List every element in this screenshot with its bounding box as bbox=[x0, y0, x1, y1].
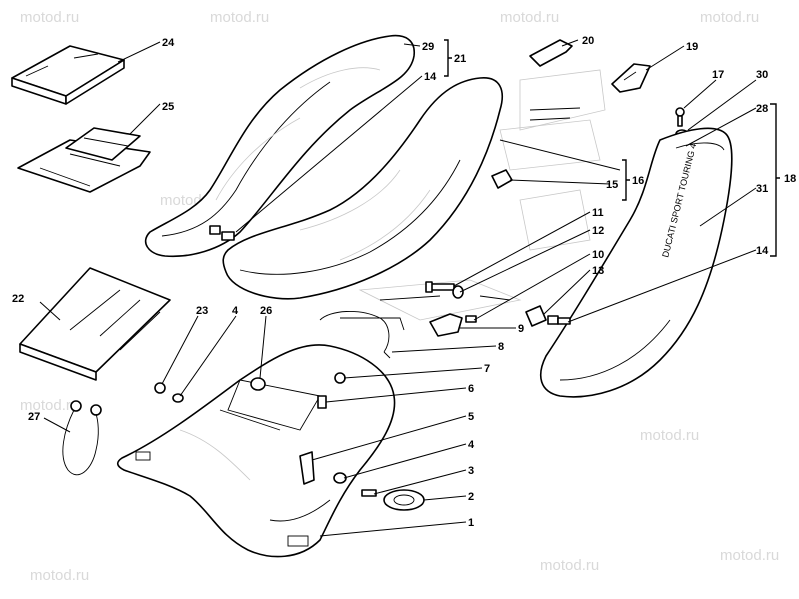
label-part-18: 18 bbox=[784, 173, 796, 185]
label-part-12: 12 bbox=[592, 225, 604, 237]
part-1-undertray bbox=[116, 344, 396, 558]
watermark: motod.ru bbox=[210, 9, 269, 26]
part-16-rider-seat bbox=[222, 77, 504, 300]
watermark: motod.ru bbox=[640, 427, 699, 444]
label-part-21: 21 bbox=[454, 53, 466, 65]
label-part-2: 2 bbox=[468, 491, 474, 503]
label-part-5: 5 bbox=[468, 411, 474, 423]
part-27-strap bbox=[62, 400, 102, 476]
part-12-washer bbox=[452, 285, 464, 299]
label-part-4-upper: 4 bbox=[232, 305, 239, 317]
part-21-seat-cowl bbox=[144, 34, 415, 258]
label-part-8: 8 bbox=[498, 341, 504, 353]
part-19-bracket bbox=[611, 63, 651, 93]
label-part-9: 9 bbox=[518, 323, 524, 335]
label-part-29: 29 bbox=[422, 41, 434, 53]
part-7-nut bbox=[334, 372, 346, 384]
label-part-23: 23 bbox=[196, 305, 208, 317]
leader-lines bbox=[39, 39, 757, 537]
part-20-bracket bbox=[529, 39, 573, 67]
watermark: motod.ru bbox=[720, 547, 779, 564]
label-part-11: 11 bbox=[592, 207, 604, 219]
label-part-15: 15 bbox=[606, 179, 618, 191]
part-17-screw bbox=[675, 107, 685, 127]
label-part-24: 24 bbox=[162, 37, 175, 49]
bracket-braces bbox=[444, 39, 780, 257]
part-13-bushing bbox=[525, 305, 547, 327]
part-24-owners-manual bbox=[11, 45, 125, 105]
label-part-31: 31 bbox=[756, 183, 768, 195]
label-part-25: 25 bbox=[162, 101, 174, 113]
label-part-13: 13 bbox=[592, 265, 604, 277]
watermark: motod.ru bbox=[20, 9, 79, 26]
label-part-30: 30 bbox=[756, 69, 768, 81]
part-3-screw bbox=[361, 489, 377, 497]
label-part-17: 17 bbox=[712, 69, 724, 81]
part-25-seat-cover bbox=[17, 127, 151, 193]
label-part-14-left: 14 bbox=[424, 71, 437, 83]
label-part-1: 1 bbox=[468, 517, 474, 529]
part-14-screw-right bbox=[547, 315, 571, 325]
part-8-cable bbox=[319, 310, 405, 359]
label-part-27: 27 bbox=[28, 411, 40, 423]
watermark: motod.ru bbox=[540, 557, 599, 574]
label-part-14-right: 14 bbox=[756, 245, 769, 257]
label-part-28: 28 bbox=[756, 103, 768, 115]
part-10-screw bbox=[465, 315, 477, 323]
watermark: motod.ru bbox=[30, 567, 89, 584]
part-4-washer-upper bbox=[172, 393, 184, 403]
label-part-6: 6 bbox=[468, 383, 474, 395]
part-15-clip bbox=[491, 169, 513, 189]
part-2-grommet bbox=[383, 489, 425, 511]
part-14-screw-left bbox=[209, 225, 235, 241]
label-part-4-lower: 4 bbox=[468, 439, 475, 451]
label-part-22: 22 bbox=[12, 293, 24, 305]
label-part-3: 3 bbox=[468, 465, 474, 477]
part-6-bolt bbox=[317, 395, 327, 409]
part-18-side-panel: DUCATI SPORT TOURING 4 bbox=[539, 127, 733, 398]
label-part-19: 19 bbox=[686, 41, 698, 53]
part-9-latch bbox=[429, 313, 463, 337]
label-part-26: 26 bbox=[260, 305, 272, 317]
part-11-bolt bbox=[425, 281, 455, 293]
label-part-7: 7 bbox=[484, 363, 490, 375]
part-4-washer-lower bbox=[333, 472, 347, 484]
label-part-20: 20 bbox=[582, 35, 594, 47]
part-frame-subassembly bbox=[358, 69, 606, 321]
watermark: motod.ru bbox=[500, 9, 559, 26]
part-number-labels: 24 25 29 21 14 20 19 17 30 28 18 31 14 1… bbox=[12, 35, 796, 529]
label-part-16: 16 bbox=[632, 175, 644, 187]
part-5-bracket bbox=[299, 451, 315, 485]
watermark: motod.ru bbox=[700, 9, 759, 26]
part-26-bushing bbox=[250, 377, 266, 391]
label-part-10: 10 bbox=[592, 249, 604, 261]
part-22-tool-tray bbox=[19, 267, 171, 381]
part-23-nut bbox=[154, 382, 166, 394]
watermark: motod.ru bbox=[20, 397, 79, 414]
watermark-layer: motod.ru motod.ru motod.ru motod.ru moto… bbox=[20, 9, 779, 584]
